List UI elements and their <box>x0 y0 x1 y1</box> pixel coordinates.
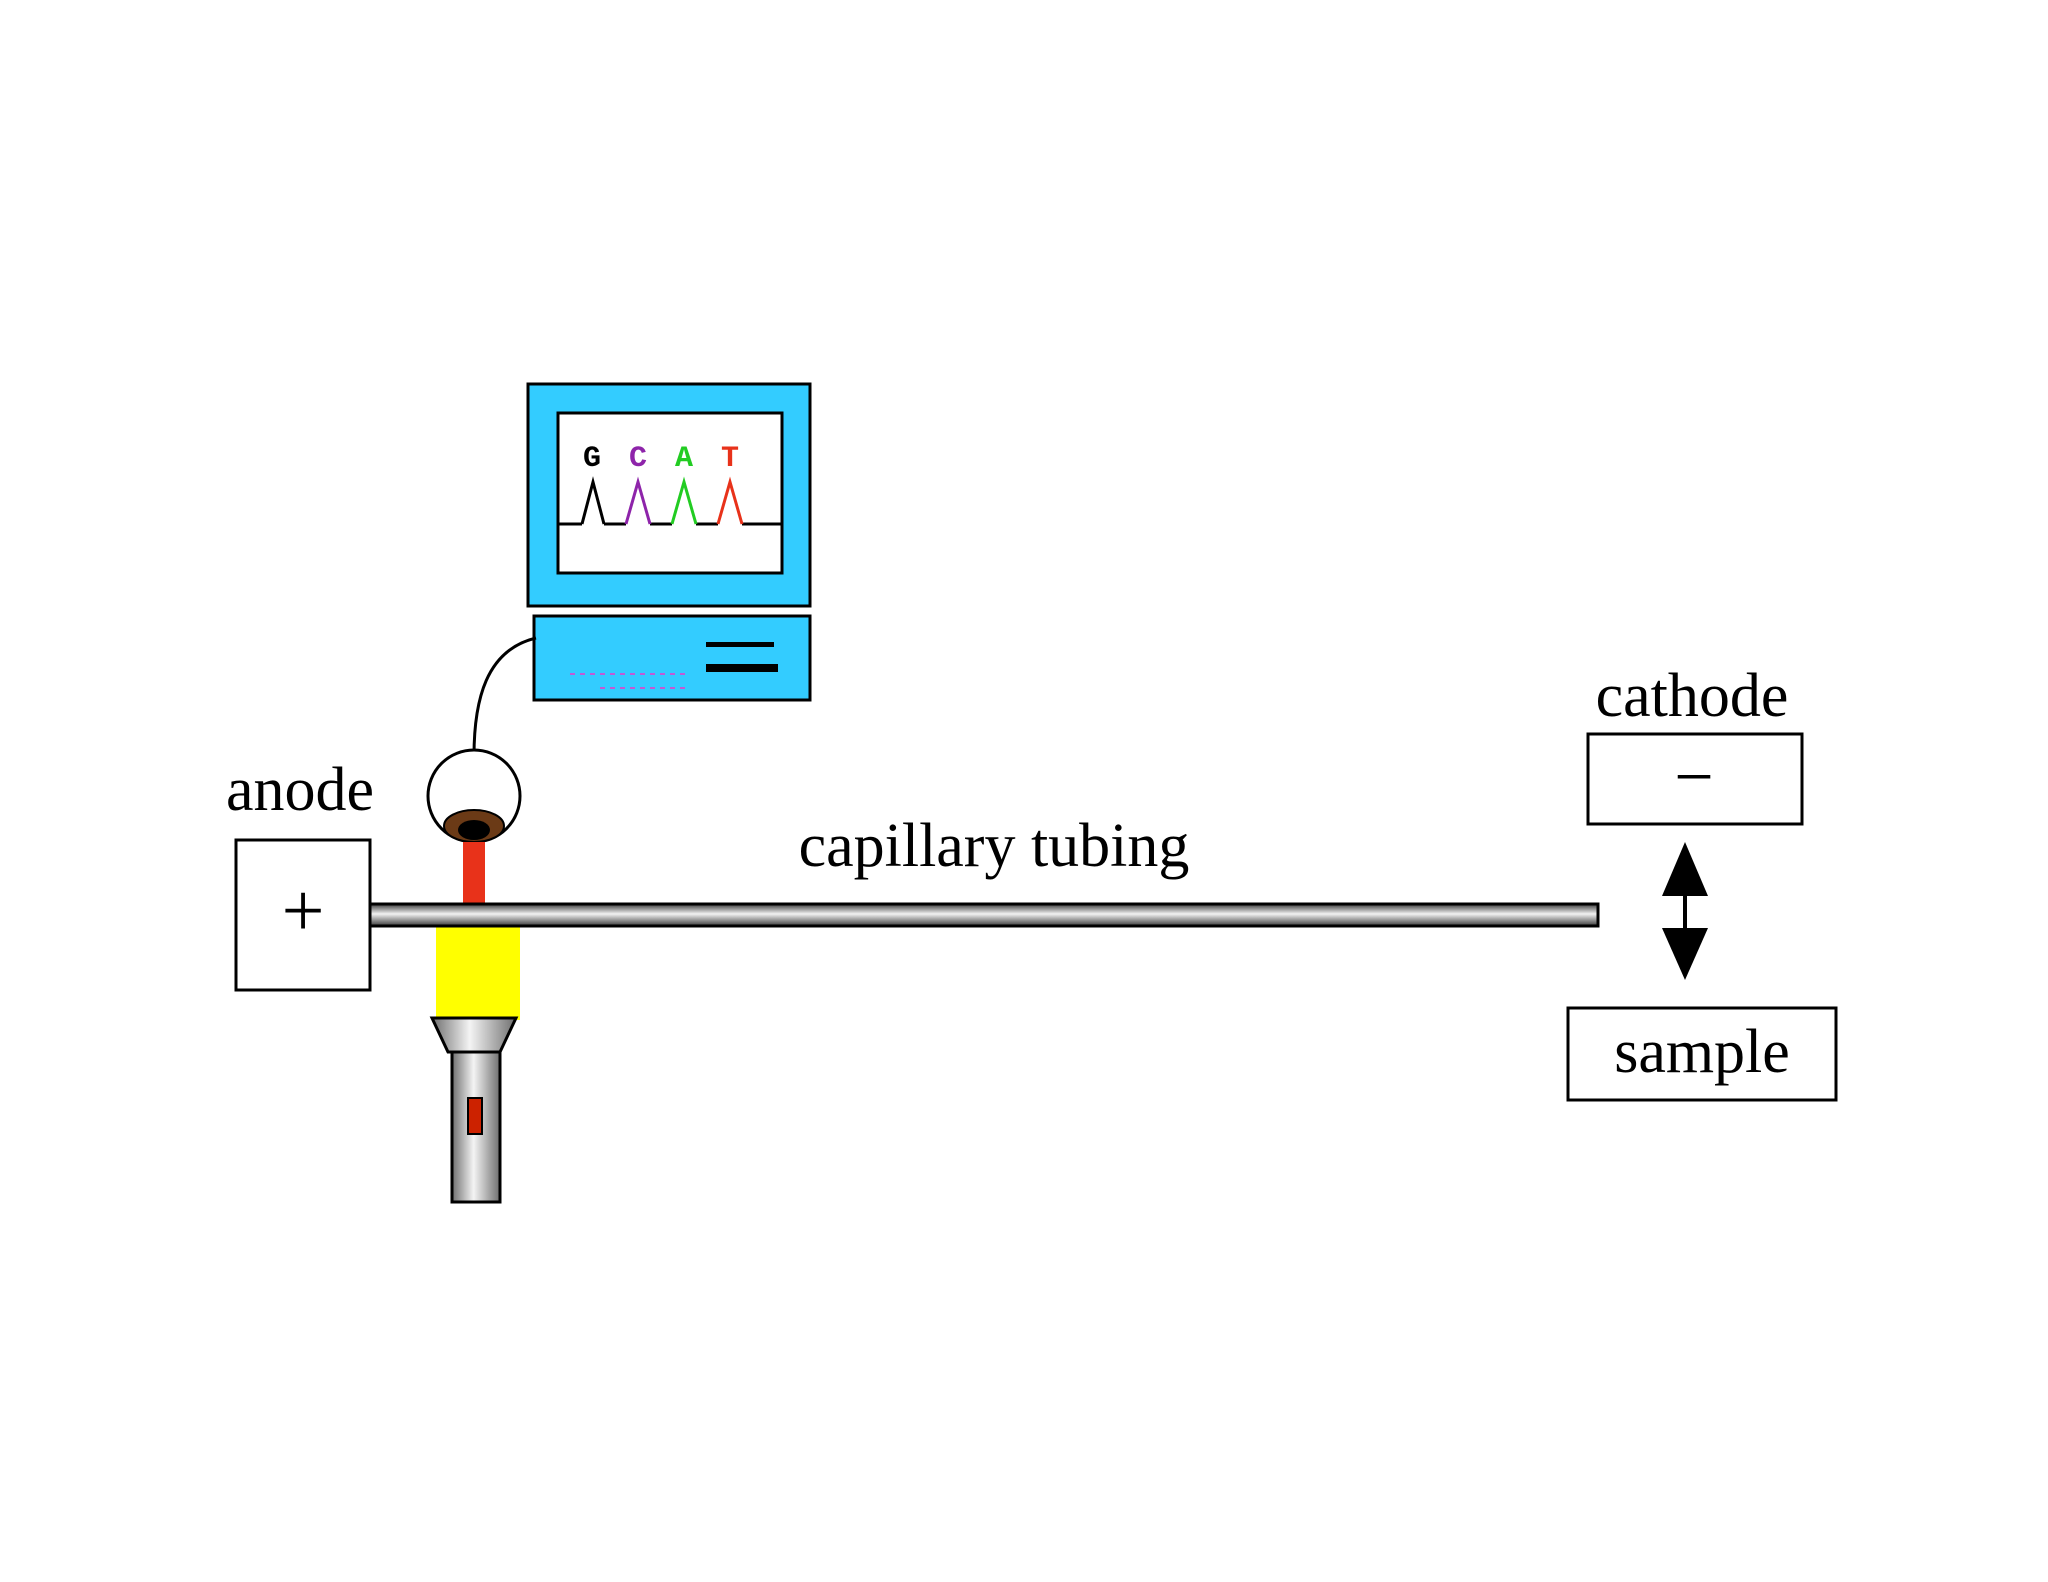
base-letter-c: C <box>629 442 647 476</box>
capillary-label: capillary tubing <box>799 812 1190 880</box>
double-arrow-icon <box>1662 842 1708 980</box>
flashlight-switch <box>467 1097 483 1135</box>
peak-t <box>716 476 744 525</box>
peak-a <box>670 476 698 525</box>
cathode-minus-sign: − <box>1674 739 1713 816</box>
cathode-box <box>1586 732 1804 826</box>
peak-g <box>580 476 606 525</box>
sample-label: sample <box>1614 1018 1790 1086</box>
drive-slot-top <box>706 642 774 647</box>
arrow-down-head <box>1662 928 1708 980</box>
capillary-tube <box>368 902 1600 928</box>
sample-box <box>1566 1006 1838 1102</box>
cathode-label: cathode <box>1596 662 1789 730</box>
base-letter-t: T <box>721 442 739 476</box>
anode-label: anode <box>226 756 374 824</box>
screen-bases: G C A T <box>583 442 739 476</box>
detector-cable <box>472 636 537 757</box>
arrow-up-head <box>1662 842 1708 896</box>
base-letter-a: A <box>675 442 693 476</box>
detector-pupil <box>458 820 490 840</box>
base-letter-g: G <box>583 442 601 476</box>
computer-monitor-icon: G C A T <box>526 382 812 702</box>
light-cone <box>436 924 520 1020</box>
anode-box <box>234 838 372 992</box>
eye-detector-icon <box>426 748 522 844</box>
laser-beam <box>463 842 485 910</box>
flashlight-head <box>429 1016 519 1054</box>
computer-base <box>532 614 812 702</box>
peak-c <box>624 476 652 525</box>
flashlight-icon <box>429 1016 519 1204</box>
drive-slot-bottom <box>706 664 778 672</box>
anode-plus-sign: + <box>282 869 325 953</box>
